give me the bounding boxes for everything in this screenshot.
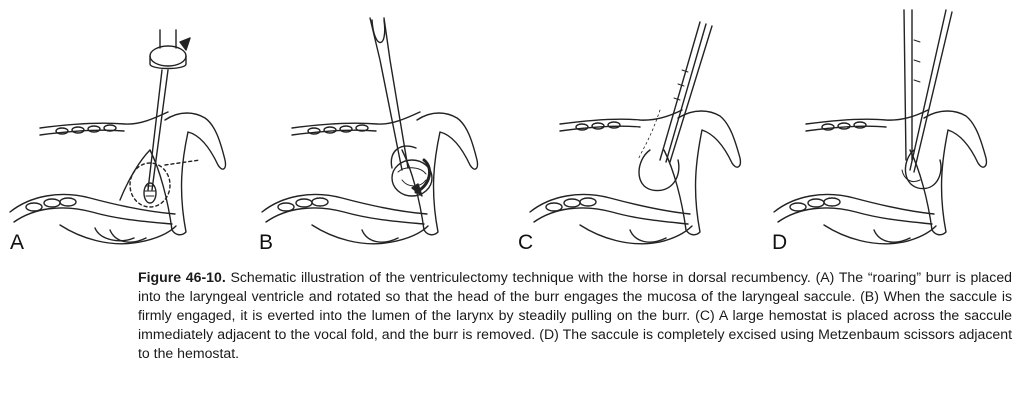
panel-d: D [764,0,1020,262]
figure-caption-text: Schematic illustration of the ventricule… [138,269,1012,361]
panel-c: C [510,0,766,262]
figure-caption-label: Figure 46-10. [138,269,226,285]
figure-caption: Figure 46-10. Schematic illustration of … [138,268,1012,363]
panel-a: A [0,0,256,262]
panel-d-illustration [773,9,988,245]
panel-label: D [772,231,788,254]
panel-a-illustration [9,29,227,245]
panel-label: B [259,231,274,254]
panel-b: B [252,0,508,262]
panel-label: C [518,231,534,254]
panel-c-illustration [529,21,742,245]
figure-panels: A [0,0,1020,262]
panel-b-illustration [261,17,479,245]
panel-label: A [10,231,25,254]
